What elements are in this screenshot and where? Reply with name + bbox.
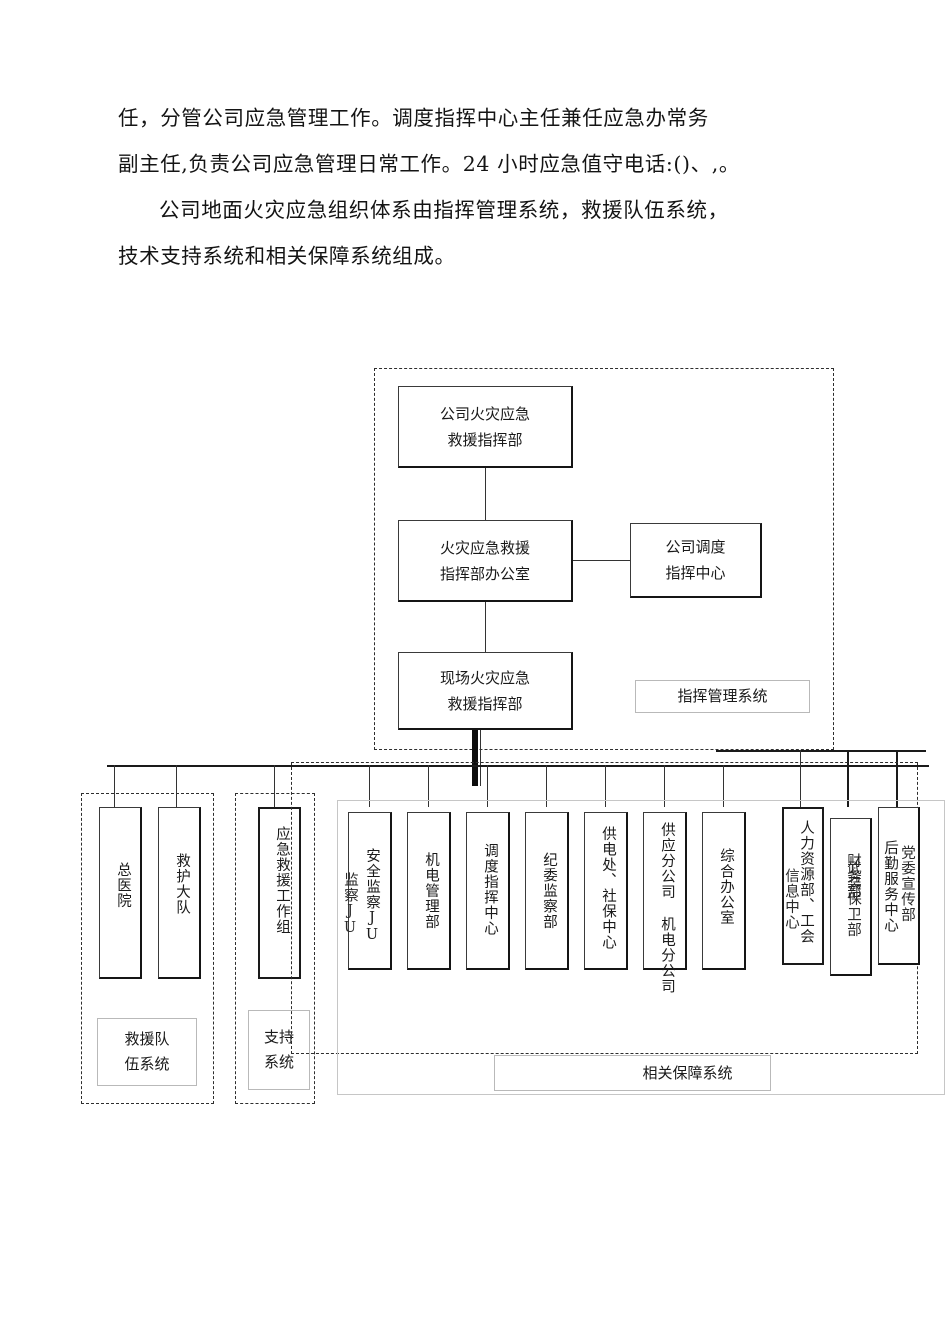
system-label-text: 支持 系统 (263, 1028, 294, 1071)
distribution-bus (107, 765, 929, 767)
drop-leg-dept-6 (664, 765, 666, 807)
unit-overlay-label-jiancha: 监察JU (342, 872, 358, 937)
unit-box-jidian-guanlibu (407, 812, 451, 970)
unit-label-jiwei-jianchabu: 纪委监察部 (541, 852, 557, 930)
unit-box-zonghe-bangongshi (702, 812, 746, 970)
box-company-fire-emergency-hq: 公司火灾应急 救援指挥部 (398, 386, 573, 468)
box-label: 火灾应急救援 指挥部办公室 (439, 538, 530, 583)
drop-leg-dept-10 (896, 750, 898, 807)
unit-label-anquan-jiancha: 安全监察JU (364, 848, 380, 944)
unit-box-houqin-fuwu-zhongxin (878, 807, 920, 965)
system-label-text: 指挥管理系统 (677, 687, 768, 705)
unit-box-jiwei-jianchabu (525, 812, 569, 970)
unit-label-zongyiyuan: 总医院 (115, 862, 131, 909)
command-management-region (374, 368, 834, 750)
paragraph-line-1: 任，分管公司应急管理工作。调度指挥中心主任兼任应急办常务 (118, 106, 709, 130)
secondary-bus-right (716, 750, 926, 752)
connector-trunk-inner (480, 730, 482, 786)
paragraph-line-2: 副主任,负责公司应急管理日常工作。24 小时应急值守电话:()、,。 (118, 152, 740, 176)
drop-leg-dept-4 (546, 765, 548, 807)
drop-leg-dept-3 (487, 765, 489, 807)
rescue-team-region (81, 793, 214, 1104)
unit-label-renli-ziyuanbu-gonghui: 人力资源部、工会 (798, 820, 814, 944)
drop-leg-dept-9 (847, 750, 849, 807)
label-command-management-system: 指挥管理系统 (635, 680, 810, 713)
connector-office-to-dispatch (573, 560, 630, 562)
unit-label-yingji-jiuyuan-gongzuozu: 应急救援工作组 (274, 826, 290, 935)
paragraph-line-3: 公司地面火灾应急组织体系由指挥管理系统，救援队伍系统， (159, 198, 729, 222)
label-support-system: 支持 系统 (248, 1010, 310, 1090)
unit-overlay-label-dangwei-xuanchuanbu: 党委宣传部 (899, 845, 915, 923)
system-label-text: 救援队 伍系统 (124, 1030, 170, 1073)
unit-box-zongyiyuan (99, 807, 142, 979)
label-rescue-team-system: 救援队 伍系统 (97, 1018, 197, 1086)
label-related-support-system: 相关保障系统 (494, 1055, 771, 1091)
unit-box-jiuhudadui (158, 807, 201, 979)
box-label: 公司火灾应急 救援指挥部 (439, 404, 530, 449)
unit-label-caiwubu: 财务部 (845, 853, 861, 900)
unit-box-gongying-jidian-fengongsi (643, 812, 687, 970)
unit-overlay-label-xinxi-zhongxin: 信息中心 (783, 868, 799, 930)
unit-box-yingji-jiuyuan-gongzuozu (258, 807, 301, 979)
box-label: 公司调度 指挥中心 (665, 538, 726, 582)
drop-leg-jiuhudadui (176, 765, 178, 807)
drop-leg-yingjijiuyuan (274, 765, 276, 807)
unit-label-zonghe-bangongshi: 综合办公室 (718, 848, 734, 926)
unit-box-caiwubu (830, 818, 872, 976)
drop-leg-dept-1 (369, 765, 371, 807)
unit-box-diaodu-zhihui-zhongxin (466, 812, 510, 970)
drop-leg-dept-5 (605, 765, 607, 807)
connector-hq-to-office (485, 468, 487, 520)
drop-leg-dept-8 (800, 750, 802, 807)
unit-label-gongdianchu-shebao-zhongxin: 供电处、社保中心 (600, 826, 616, 950)
box-label: 现场火灾应急 救援指挥部 (439, 668, 530, 713)
box-company-dispatch-command-center: 公司调度 指挥中心 (630, 523, 762, 598)
body-text: 任，分管公司应急管理工作。调度指挥中心主任兼任应急办常务 副主任,负责公司应急管… (118, 95, 838, 279)
drop-leg-dept-7 (723, 765, 725, 807)
drop-leg-dept-2 (428, 765, 430, 807)
box-fire-emergency-rescue-hq-office: 火灾应急救援 指挥部办公室 (398, 520, 573, 602)
support-system-region (235, 793, 315, 1104)
unit-overlay-label-wuzhuang-baoweibu: 武装保卫部 (845, 860, 861, 938)
related-support-outer-rect (337, 800, 945, 1095)
connector-office-to-site-hq (485, 602, 487, 652)
system-label-text: 相关保障系统 (642, 1063, 733, 1082)
connector-trunk-site-hq-to-bus (472, 730, 478, 786)
unit-box-renli-ziyuanbu-gonghui (782, 807, 824, 965)
unit-label-diaodu-zhihui-zhongxin: 调度指挥中心 (482, 843, 498, 936)
unit-label-jidian-guanlibu: 机电管理部 (423, 852, 439, 930)
unit-box-gongdianchu-shebao-zhongxin (584, 812, 628, 970)
paragraph-line-4: 技术支持系统和相关保障系统组成。 (118, 244, 456, 268)
unit-label-jiuhudadui: 救护大队 (174, 853, 190, 915)
drop-leg-zongyiyuan (114, 765, 116, 807)
unit-box-anquan-jiancha (348, 812, 392, 970)
unit-label-gongying-jidian-fengongsi: 供应分公司 机电分公司 (659, 822, 675, 994)
box-onsite-fire-emergency-rescue-hq: 现场火灾应急 救援指挥部 (398, 652, 573, 730)
unit-label-houqin-fuwu-zhongxin: 后勤服务中心 (882, 840, 898, 933)
